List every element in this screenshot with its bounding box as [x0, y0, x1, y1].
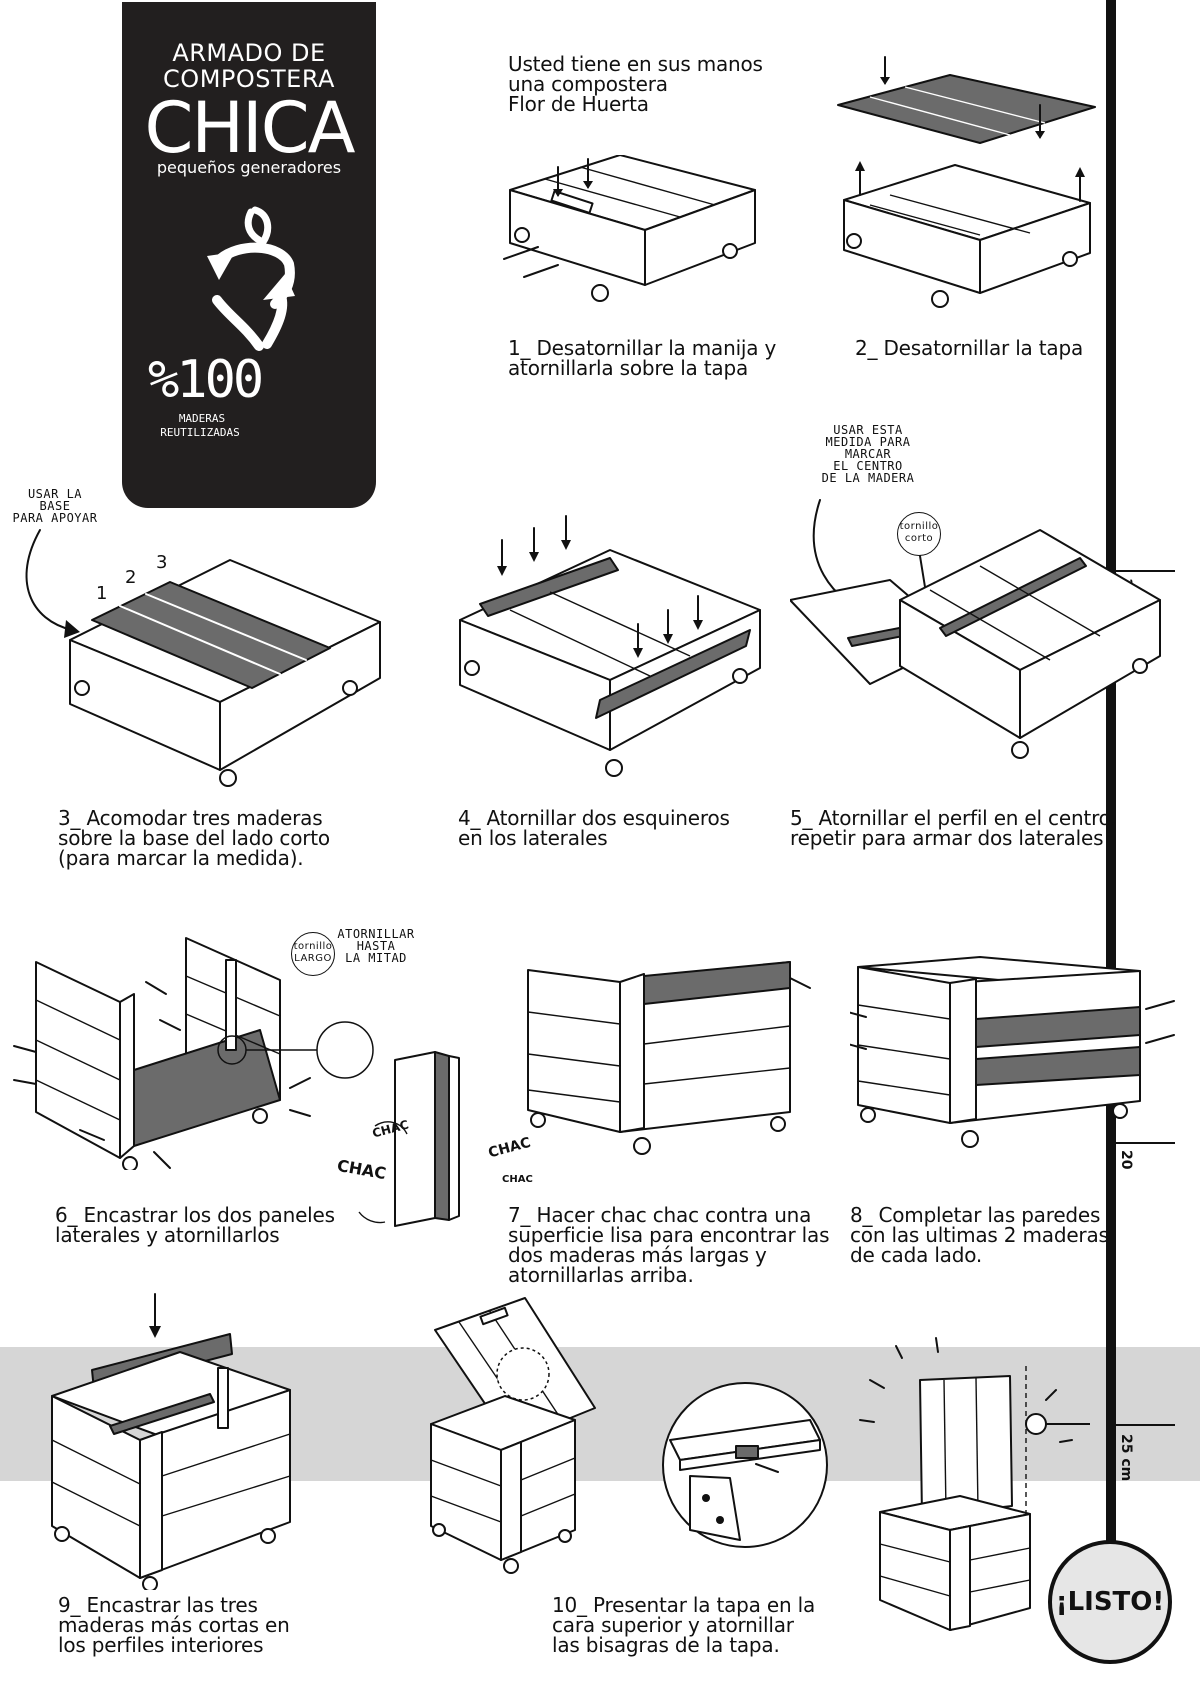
ruler-label-25: 25 cm	[1118, 1434, 1134, 1482]
step7-chac-boards	[358, 1051, 460, 1227]
annotation-usar-medida: USAR ESTA MEDIDA PARA MARCAR EL CENTRO D…	[821, 423, 915, 485]
annotation-tornillo-corto: tornillo corto	[897, 512, 941, 556]
carrot-recycle-logo	[207, 206, 295, 351]
ruler-tick-20	[1110, 1142, 1175, 1144]
step9-text: 9_ Encastrar las tres maderas más cortas…	[58, 1593, 290, 1657]
title-big: CHICA	[144, 87, 356, 169]
step1-text: 1_ Desatornillar la manija y atornillarl…	[508, 336, 777, 380]
step4-illustration	[459, 515, 761, 777]
board-number-2: 2	[125, 567, 137, 588]
step3-illustration	[25, 529, 381, 787]
annotation-usar-base: USAR LA BASE PARA APOYAR	[12, 487, 98, 525]
annotation-tornillo-largo: tornillo LARGO	[291, 932, 335, 976]
step5-text: 5_ Atornillar el perfil en el centro. re…	[790, 806, 1117, 850]
step10-hinge-detail	[662, 1382, 828, 1548]
chac-text-4: CHAC	[502, 1174, 533, 1185]
ruler-tick-10	[1110, 570, 1175, 572]
step7-illustration	[527, 961, 811, 1155]
step8-side-arrows	[1145, 1000, 1175, 1044]
final-box-illustration	[859, 1337, 1090, 1631]
ruler-tick-25	[1110, 1424, 1175, 1426]
subtitle: pequeños generadores	[156, 158, 342, 177]
step6-text: 6_ Encastrar los dos paneles laterales y…	[55, 1203, 335, 1247]
board-number-3: 3	[156, 552, 168, 573]
ruler-bar	[1106, 0, 1116, 1550]
step1-illustration	[503, 155, 756, 302]
annotation-atornillar-mitad: ATORNILLAR HASTA LA MITAD	[337, 927, 415, 965]
step2-illustration	[837, 56, 1096, 308]
step10-illustration	[430, 1297, 596, 1574]
step8-text: 8_ Completar las paredes con las ultimas…	[850, 1203, 1109, 1267]
badge-text-2: REUTILIZADAS	[160, 426, 240, 439]
intro-text: Usted tiene en sus manos una compostera …	[508, 52, 763, 116]
listo-text: ¡LISTO!	[1055, 1587, 1165, 1617]
title-line2: COMPOSTERA	[163, 65, 335, 93]
step6-illustration	[13, 937, 374, 1170]
title-block: ARMADO DE COMPOSTERA CHICA pequeños gene…	[122, 2, 376, 508]
board-number-1: 1	[96, 583, 108, 604]
step4-text: 4_ Atornillar dos esquineros en los late…	[458, 806, 730, 850]
badge-text-1: MADERAS	[178, 412, 226, 425]
badge-number: %100	[148, 350, 264, 410]
step2-text: 2_ Desatornillar la tapa	[855, 336, 1084, 360]
listo-badge: ¡LISTO!	[1048, 1540, 1172, 1664]
step7-text: 7_ Hacer chac chac contra una superficie…	[508, 1203, 830, 1287]
step8-illustration	[850, 956, 1141, 1148]
step10-text: 10_ Presentar la tapa en la cara superio…	[552, 1593, 816, 1657]
gray-band-arrow	[1140, 1347, 1200, 1481]
step5-illustration	[790, 499, 1161, 759]
step3-text: 3_ Acomodar tres maderas sobre la base d…	[58, 806, 330, 870]
step9-illustration	[51, 1293, 291, 1590]
title-line1: ARMADO DE	[172, 39, 326, 67]
